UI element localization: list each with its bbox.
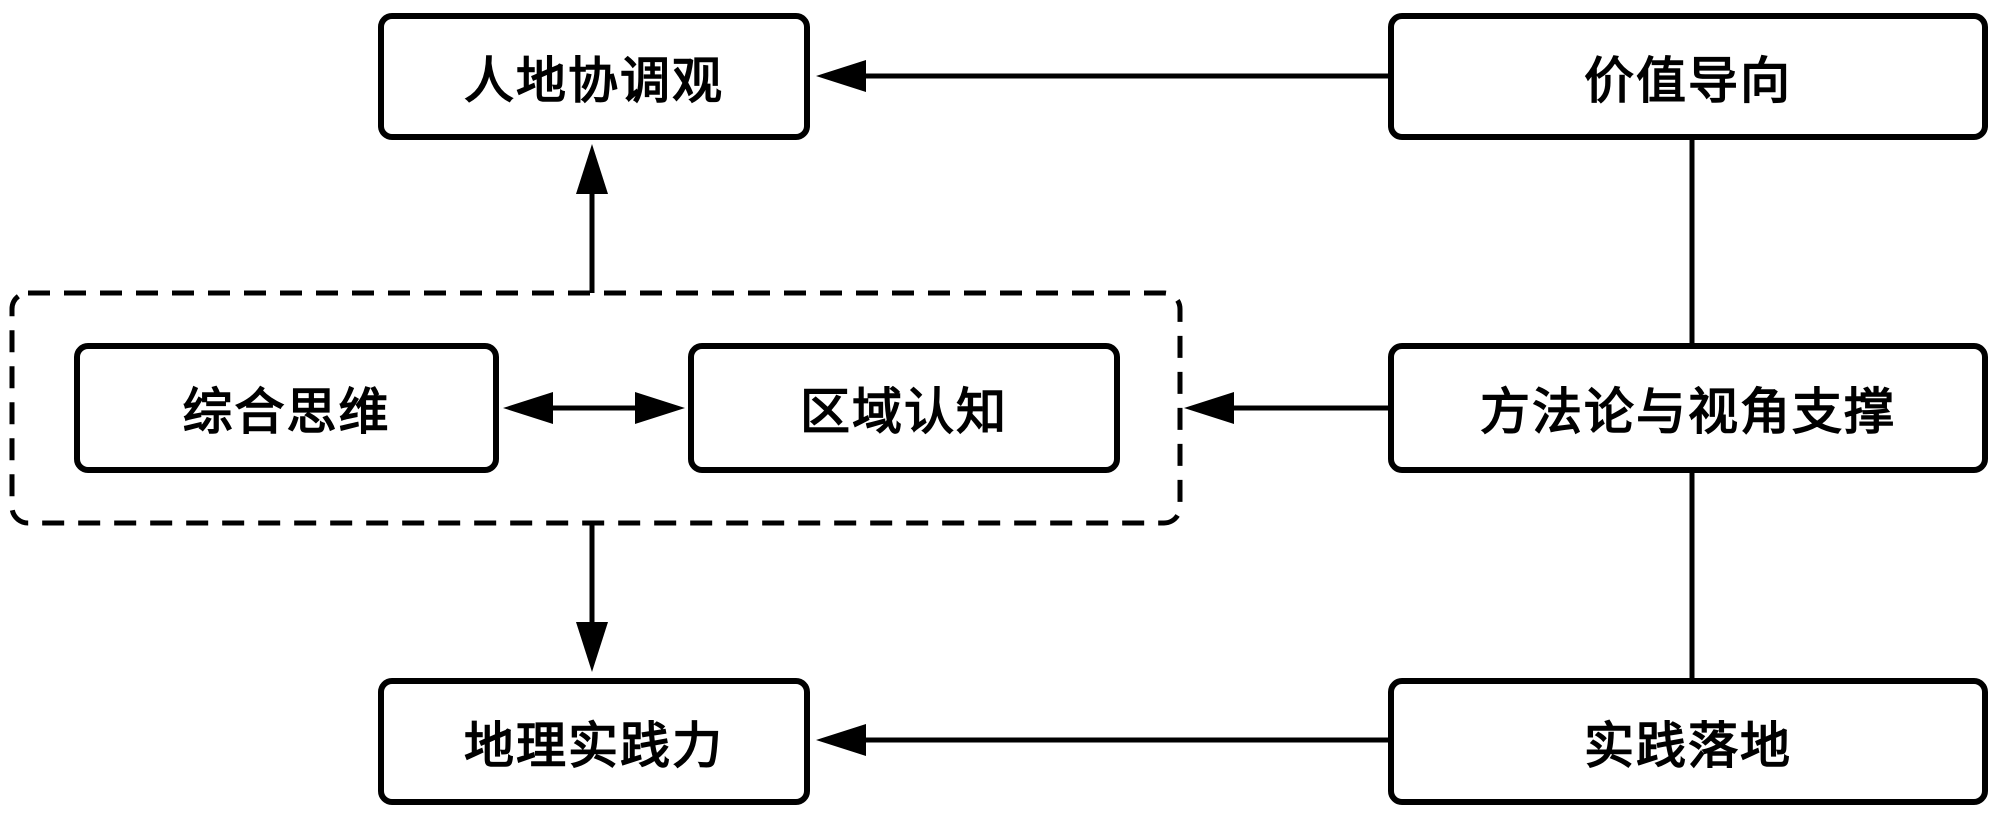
- node-value-orientation: 价值导向: [1388, 13, 1988, 140]
- edge-synthesis-region-arrowhead-left: [503, 392, 553, 424]
- node-human-earth-harmony: 人地协调观: [378, 13, 810, 140]
- edge-method-to-group-arrowhead: [1184, 392, 1234, 424]
- edge-landing-to-practice-arrowhead: [816, 724, 866, 756]
- core-literacy-group-border: [9, 290, 1183, 526]
- edge-group-to-harmony-arrowhead: [576, 144, 608, 194]
- node-methodology-support: 方法论与视角支撑: [1388, 343, 1988, 473]
- edge-synthesis-region-arrowhead-right: [635, 392, 685, 424]
- node-practice-landing: 实践落地: [1388, 678, 1988, 805]
- node-regional-cognition: 区域认知: [688, 343, 1120, 473]
- node-geographic-practice: 地理实践力: [378, 678, 810, 805]
- edge-value-to-harmony-arrowhead: [816, 60, 866, 92]
- edge-group-to-practice-arrowhead: [576, 622, 608, 672]
- node-comprehensive-thinking: 综合思维: [74, 343, 499, 473]
